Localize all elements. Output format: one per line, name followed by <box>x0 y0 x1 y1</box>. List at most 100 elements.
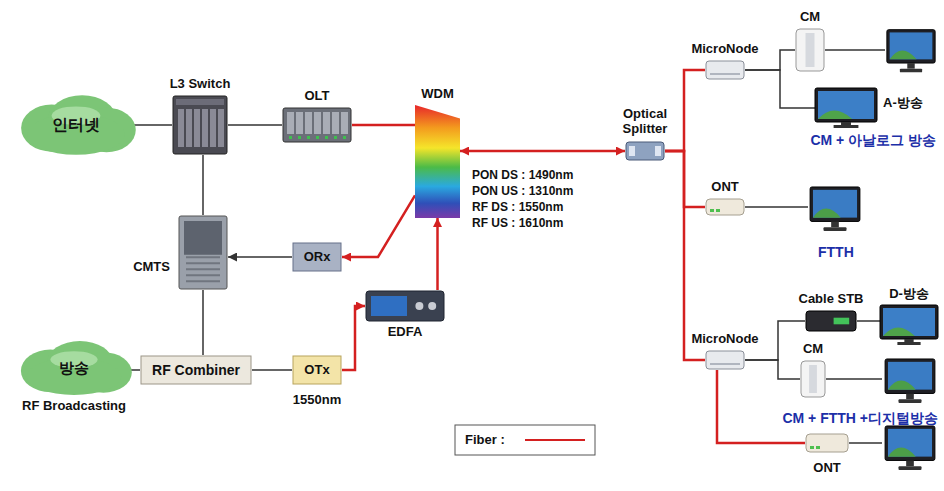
device-label: A-방송 <box>883 96 923 111</box>
service-label: CM + 아날로그 방송 <box>810 132 936 149</box>
icon-part <box>186 274 220 276</box>
device-label: OLT <box>304 89 329 104</box>
ethernet-wire <box>745 206 808 208</box>
coax-wire <box>825 49 885 51</box>
cable-connector <box>228 124 282 126</box>
icon-part <box>706 351 744 369</box>
otx-node: OTx <box>292 355 342 385</box>
icon-part <box>316 136 319 139</box>
node-label: OTx <box>304 363 329 378</box>
icon-part <box>194 109 200 147</box>
icon-part <box>289 136 292 139</box>
icon-part <box>27 114 125 155</box>
icon-part <box>806 33 815 67</box>
node-label: 인터넷 <box>52 116 100 134</box>
icon-part <box>325 136 328 139</box>
edfa-icon <box>365 290 445 322</box>
fiber-connector <box>352 124 415 127</box>
device-label: MicroNode <box>691 332 758 347</box>
cable-connector <box>228 256 292 258</box>
edfa-node: EDFA <box>365 290 445 322</box>
icon-part <box>341 112 348 134</box>
icon-part <box>815 88 877 122</box>
icon-part <box>880 305 938 339</box>
wavelength-label: PON DS : 1490nm <box>472 168 573 182</box>
ethernet-wire <box>849 442 882 444</box>
tv-icon <box>880 305 938 345</box>
icon-part <box>283 108 351 142</box>
olt-icon <box>282 107 352 143</box>
device-label: RF Broadcasting <box>22 399 126 414</box>
icon-part <box>816 446 820 449</box>
wavelength-label: RF US : 1610nm <box>472 216 563 230</box>
cable-connector <box>745 360 800 379</box>
icon-part <box>314 112 321 134</box>
cloud-node: 인터넷 <box>15 94 137 156</box>
icon-part <box>883 328 915 337</box>
icon-part <box>186 268 220 270</box>
switch-icon <box>172 95 228 155</box>
icon-part <box>293 356 341 384</box>
cable-connector <box>133 124 172 126</box>
icon-part <box>706 199 744 215</box>
stb-node: Cable STB <box>805 310 857 332</box>
device-label: EDFA <box>388 325 423 340</box>
icon-part <box>323 112 330 134</box>
icon-part <box>710 209 714 212</box>
icon-part <box>626 142 664 160</box>
fiber-connector <box>665 151 705 360</box>
icon-part <box>186 280 220 282</box>
device-label: WDM <box>421 87 454 102</box>
ont-node: ONT <box>805 433 849 453</box>
micro-node: MicroNode <box>705 60 745 80</box>
icon-part <box>334 136 337 139</box>
icon-part <box>810 446 814 449</box>
cloud-node: 방송RF Broadcasting <box>15 340 133 396</box>
icon-part <box>287 112 294 134</box>
icon-part <box>716 209 720 212</box>
icon-part <box>366 291 444 321</box>
icon-part <box>141 356 251 384</box>
orx-node: ORx <box>292 242 342 272</box>
icon-part <box>796 29 824 71</box>
icon-part <box>809 365 817 393</box>
cm-icon <box>800 360 826 398</box>
wavelength-label: PON US : 1310nm <box>472 184 573 198</box>
icon-part <box>904 339 913 342</box>
icon-part <box>332 112 339 134</box>
micro-icon <box>705 350 745 370</box>
icon-part <box>801 361 825 397</box>
combiner-node: RF Combiner <box>140 355 252 385</box>
icon-part <box>818 111 852 120</box>
micro-icon <box>705 60 745 80</box>
device-label: ONT <box>813 461 840 476</box>
pc-icon <box>810 187 860 231</box>
pc-icon <box>885 359 935 403</box>
fiber-connector <box>342 195 415 257</box>
olt-node: OLT <box>282 107 352 143</box>
icon-part <box>710 363 740 365</box>
icon-part <box>186 262 220 264</box>
wavelength-label: RF DS : 1550nm <box>472 200 563 214</box>
icon-part <box>428 302 436 310</box>
icon-part <box>629 146 635 156</box>
service-label: CM + FTTH +디지털방송 <box>782 410 938 427</box>
ont-icon <box>705 198 745 216</box>
device-label: ONT <box>711 180 738 195</box>
icon-part <box>710 73 740 75</box>
icon-part <box>305 112 312 134</box>
icon-part <box>706 61 744 79</box>
service-label: FTTH <box>818 244 854 261</box>
icon-part <box>202 109 208 147</box>
icon-part <box>834 125 859 128</box>
cable-connector <box>252 369 292 371</box>
tv-icon <box>815 88 877 128</box>
cable-connector <box>857 320 880 322</box>
device-label: CM <box>803 342 823 357</box>
device-label: CMTS <box>133 260 170 275</box>
switch-node: L3 Switch <box>172 95 228 155</box>
icon-part <box>210 109 216 147</box>
icon-part <box>806 311 856 331</box>
icon-part <box>186 256 220 258</box>
node-label: ORx <box>304 250 331 265</box>
